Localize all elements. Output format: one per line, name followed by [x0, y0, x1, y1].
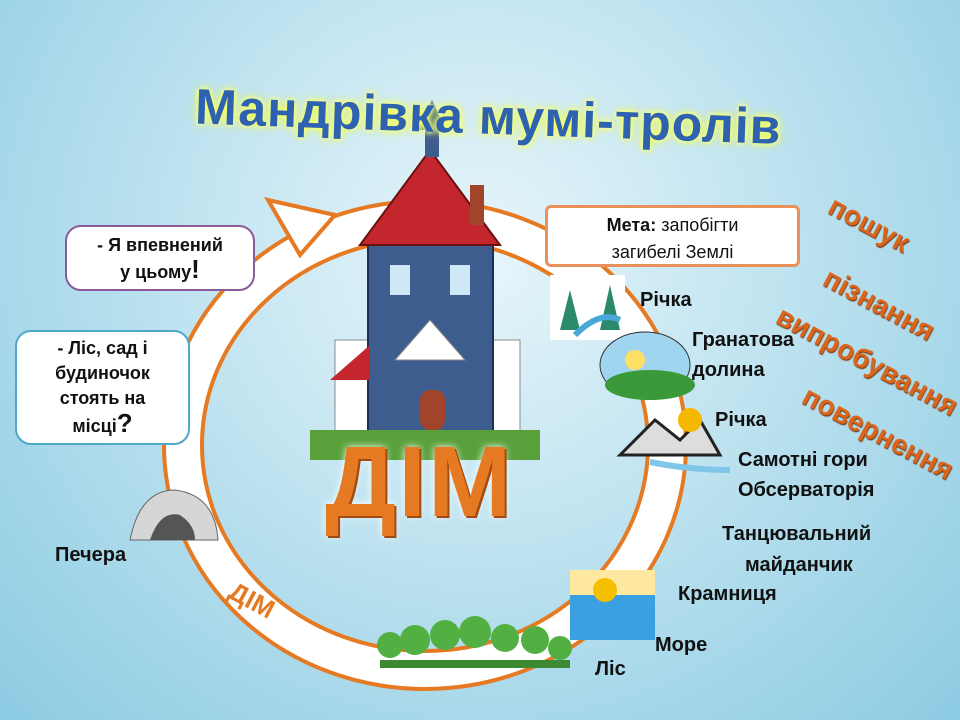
bubble-mark: ! — [191, 254, 200, 284]
stop-dance-1: Танцювальний — [722, 523, 872, 545]
bubble-text: - Ліс, сад і — [57, 338, 148, 358]
goal-scroll: Мета: запобігти загибелі Землі — [545, 205, 800, 267]
goal-text-line2: загибелі Землі — [611, 242, 734, 262]
cave-image — [129, 489, 219, 541]
house-illustration — [310, 100, 540, 460]
bubble-text: стоять на — [59, 388, 146, 408]
bubble-text: будиночок — [55, 363, 150, 383]
stop-shop: Крамниця — [678, 583, 777, 605]
bubble-mark: ? — [116, 408, 133, 438]
bubble-text: у цьому — [120, 262, 192, 282]
bubble-text: - Я впевнений — [97, 235, 223, 255]
stop-dance-2: майданчик — [745, 554, 853, 576]
stop-river-1: Річка — [640, 289, 692, 311]
stop-valley-1: Гранатова — [692, 329, 795, 351]
stop-mountains: Самотні гори — [738, 449, 868, 471]
stop-river-2: Річка — [715, 409, 767, 431]
bubble-text: місці — [72, 416, 117, 436]
center-home-label: ДІМ — [325, 426, 514, 538]
valley-image — [599, 331, 695, 400]
forest-image — [377, 616, 572, 668]
goal-text: запобігти — [656, 215, 739, 235]
stop-cave: Печера — [55, 544, 127, 566]
stop-observatory: Обсерваторія — [738, 479, 875, 501]
stop-forest: Ліс — [595, 658, 626, 680]
speech-bubble-question: - Ліс, сад і будиночок стоять на місці? — [15, 330, 190, 445]
stop-sea: Море — [655, 634, 708, 656]
river-image-1 — [550, 275, 625, 340]
sea-image — [570, 570, 655, 640]
speech-bubble-confident: - Я впевнений у цьому! — [65, 225, 255, 291]
stop-valley-2: долина — [692, 359, 765, 381]
arrow-head — [263, 197, 339, 259]
mountains-image — [616, 408, 731, 473]
goal-label: Мета: — [606, 215, 657, 235]
